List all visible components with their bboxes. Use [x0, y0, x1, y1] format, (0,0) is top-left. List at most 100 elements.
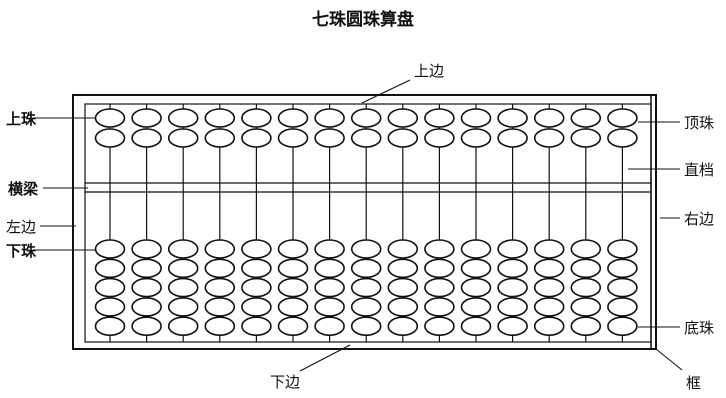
upper-bead [387, 128, 419, 148]
label-bottom-edge: 下边 [270, 373, 300, 391]
lower-bead [387, 258, 419, 279]
lower-bead [241, 258, 272, 279]
lower-bead [497, 258, 528, 279]
upper-bead [167, 128, 199, 148]
lower-bead [350, 258, 382, 279]
lower-bead [167, 297, 199, 317]
lower-bead [350, 277, 382, 298]
top-bead [387, 108, 419, 128]
lower-bead [204, 239, 236, 259]
leader-top-edge [361, 79, 411, 104]
lower-bead [497, 297, 528, 317]
top-bead [314, 108, 345, 128]
bottom-bead [533, 316, 565, 337]
lower-bead [241, 239, 272, 259]
bottom-bead [94, 316, 126, 337]
lower-bead [314, 258, 345, 279]
lower-bead [424, 258, 455, 279]
lower-bead [570, 277, 602, 298]
lower-bead [570, 239, 602, 259]
lower-bead [460, 277, 492, 298]
upper-bead [241, 128, 272, 148]
label-beam: 横梁 [8, 180, 39, 198]
lower-bead [350, 239, 382, 259]
label-top-edge: 上边 [414, 62, 444, 80]
top-bead [570, 108, 602, 128]
bottom-bead [424, 316, 455, 337]
lower-bead [131, 239, 162, 259]
lower-bead [167, 258, 199, 279]
label-lower-bead: 下珠 [6, 242, 37, 260]
lower-bead [314, 239, 345, 259]
lower-bead [131, 297, 162, 317]
lower-bead [167, 239, 199, 259]
bottom-bead [167, 316, 199, 337]
label-right-edge: 右边 [684, 210, 714, 228]
upper-bead [570, 128, 602, 148]
top-bead [350, 108, 382, 128]
lower-bead [387, 239, 419, 259]
top-bead [497, 108, 528, 128]
lower-bead [460, 297, 492, 317]
lower-bead [277, 277, 309, 298]
upper-bead [94, 128, 126, 148]
lower-bead [167, 277, 199, 298]
bottom-bead [387, 316, 419, 337]
lower-bead [570, 258, 602, 279]
upper-bead [350, 128, 382, 148]
upper-bead [607, 128, 638, 148]
leader-frame [655, 348, 683, 371]
lower-bead [533, 297, 565, 317]
lower-bead [94, 277, 126, 298]
lower-bead [277, 239, 309, 259]
top-bead [277, 108, 309, 128]
lower-bead [277, 258, 309, 279]
lower-bead [424, 239, 455, 259]
lower-bead [607, 258, 638, 279]
lower-bead [131, 277, 162, 298]
leader-lines [33, 79, 683, 372]
lower-bead [497, 239, 528, 259]
bottom-bead [497, 316, 528, 337]
lower-bead [387, 297, 419, 317]
lower-bead [204, 297, 236, 317]
top-bead [94, 108, 126, 128]
leader-bottom-edge [299, 344, 351, 372]
upper-bead [204, 128, 236, 148]
top-bead [241, 108, 272, 128]
upper-bead [533, 128, 565, 148]
lower-bead [350, 297, 382, 317]
lower-bead [607, 239, 638, 259]
bottom-bead [314, 316, 345, 337]
lower-bead [424, 297, 455, 317]
label-bottom-bead: 底珠 [684, 319, 714, 337]
upper-bead [497, 128, 528, 148]
label-rod: 直档 [684, 161, 714, 179]
bottom-bead [277, 316, 309, 337]
top-bead [460, 108, 492, 128]
top-bead [167, 108, 199, 128]
bottom-bead [241, 316, 272, 337]
upper-bead [460, 128, 492, 148]
lower-bead [277, 297, 309, 317]
lower-bead [570, 297, 602, 317]
upper-bead [314, 128, 345, 148]
upper-bead [131, 128, 162, 148]
bottom-bead [460, 316, 492, 337]
lower-bead [204, 277, 236, 298]
lower-bead [533, 277, 565, 298]
lower-bead [241, 277, 272, 298]
lower-bead [241, 297, 272, 317]
lower-bead [607, 277, 638, 298]
lower-bead [204, 258, 236, 279]
bottom-bead [570, 316, 602, 337]
lower-bead [460, 239, 492, 259]
top-bead [533, 108, 565, 128]
upper-bead [424, 128, 455, 148]
lower-bead [94, 297, 126, 317]
lower-bead [424, 277, 455, 298]
lower-bead [314, 277, 345, 298]
top-bead [607, 108, 638, 128]
label-frame: 框 [686, 374, 701, 392]
